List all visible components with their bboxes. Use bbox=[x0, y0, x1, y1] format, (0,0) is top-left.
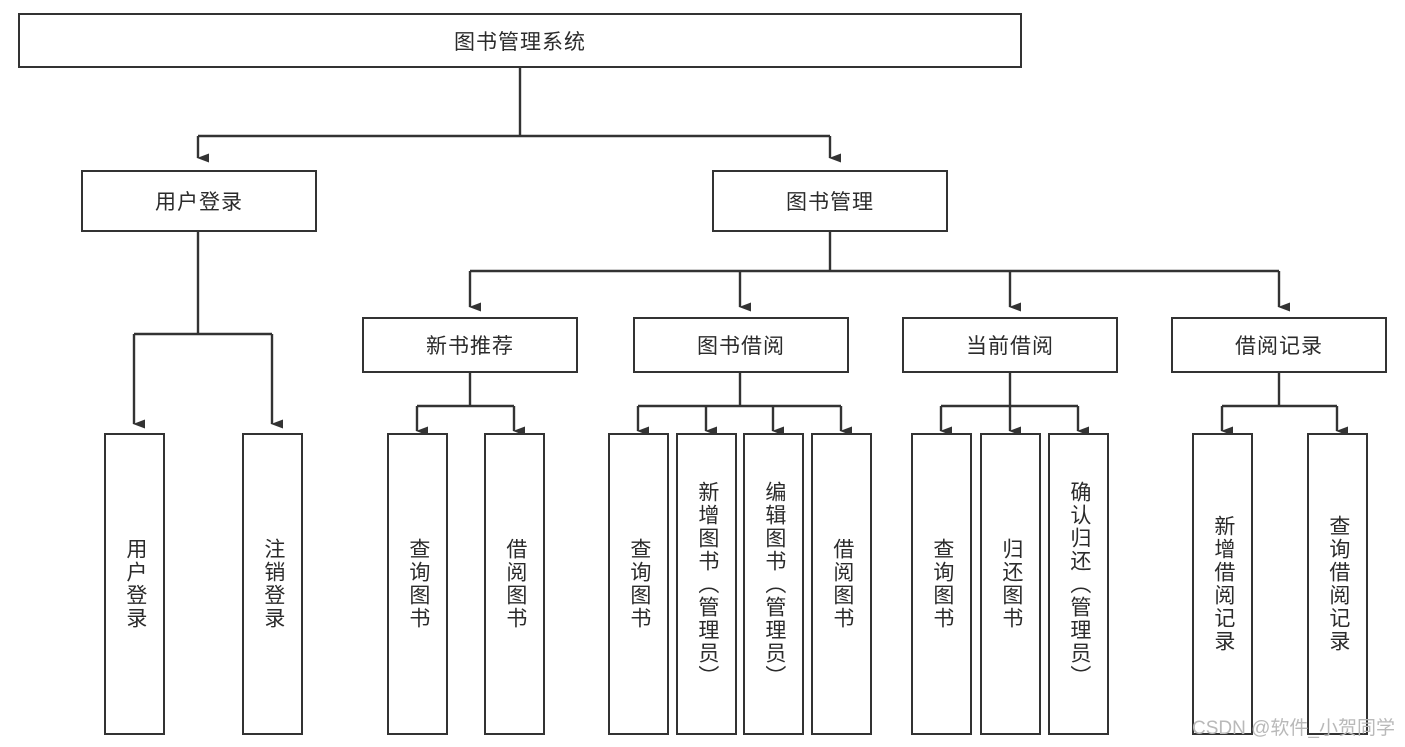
node-leaf-new-book-borrow-label: 借阅图书 bbox=[503, 538, 527, 630]
node-book-management[interactable]: 图书管理 bbox=[712, 170, 948, 232]
node-leaf-book-borrow-borrow[interactable]: 借阅图书 bbox=[811, 433, 872, 735]
node-current-borrow-label: 当前借阅 bbox=[966, 335, 1054, 358]
node-user-login[interactable]: 用户登录 bbox=[81, 170, 317, 232]
node-leaf-borrow-record-query-label: 查询借阅记录 bbox=[1326, 515, 1350, 653]
node-book-management-label: 图书管理 bbox=[786, 191, 874, 214]
node-leaf-borrow-record-query[interactable]: 查询借阅记录 bbox=[1307, 433, 1368, 735]
node-leaf-book-borrow-add-label: 新增图书（管理员） bbox=[695, 480, 719, 688]
node-leaf-user-login-logout-label: 注销登录 bbox=[261, 538, 285, 630]
node-book-borrow[interactable]: 图书借阅 bbox=[633, 317, 849, 373]
node-user-login-label: 用户登录 bbox=[155, 191, 243, 214]
node-leaf-book-borrow-edit-label: 编辑图书（管理员） bbox=[762, 480, 786, 688]
node-borrow-record[interactable]: 借阅记录 bbox=[1171, 317, 1387, 373]
node-leaf-current-borrow-return[interactable]: 归还图书 bbox=[980, 433, 1041, 735]
node-current-borrow[interactable]: 当前借阅 bbox=[902, 317, 1118, 373]
node-root-system[interactable]: 图书管理系统 bbox=[18, 13, 1022, 68]
node-leaf-borrow-record-add-label: 新增借阅记录 bbox=[1211, 515, 1235, 653]
node-leaf-current-borrow-confirm-return[interactable]: 确认归还（管理员） bbox=[1048, 433, 1109, 735]
node-leaf-new-book-query[interactable]: 查询图书 bbox=[387, 433, 448, 735]
node-leaf-current-borrow-confirm-return-label: 确认归还（管理员） bbox=[1067, 480, 1091, 688]
node-leaf-user-login-login[interactable]: 用户登录 bbox=[104, 433, 165, 735]
node-leaf-user-login-login-label: 用户登录 bbox=[123, 538, 147, 630]
node-leaf-book-borrow-query[interactable]: 查询图书 bbox=[608, 433, 669, 735]
node-borrow-record-label: 借阅记录 bbox=[1235, 335, 1323, 358]
node-new-book-recommend[interactable]: 新书推荐 bbox=[362, 317, 578, 373]
node-leaf-borrow-record-add[interactable]: 新增借阅记录 bbox=[1192, 433, 1253, 735]
node-leaf-book-borrow-query-label: 查询图书 bbox=[627, 538, 651, 630]
node-root-system-label: 图书管理系统 bbox=[454, 30, 586, 54]
node-leaf-book-borrow-borrow-label: 借阅图书 bbox=[830, 538, 854, 630]
node-book-borrow-label: 图书借阅 bbox=[697, 335, 785, 358]
node-leaf-new-book-borrow[interactable]: 借阅图书 bbox=[484, 433, 545, 735]
node-leaf-new-book-query-label: 查询图书 bbox=[406, 538, 430, 630]
node-leaf-user-login-logout[interactable]: 注销登录 bbox=[242, 433, 303, 735]
node-leaf-book-borrow-add[interactable]: 新增图书（管理员） bbox=[676, 433, 737, 735]
node-leaf-current-borrow-query[interactable]: 查询图书 bbox=[911, 433, 972, 735]
node-leaf-book-borrow-edit[interactable]: 编辑图书（管理员） bbox=[743, 433, 804, 735]
node-leaf-current-borrow-return-label: 归还图书 bbox=[999, 538, 1023, 630]
node-new-book-recommend-label: 新书推荐 bbox=[426, 335, 514, 358]
node-leaf-current-borrow-query-label: 查询图书 bbox=[930, 538, 954, 630]
